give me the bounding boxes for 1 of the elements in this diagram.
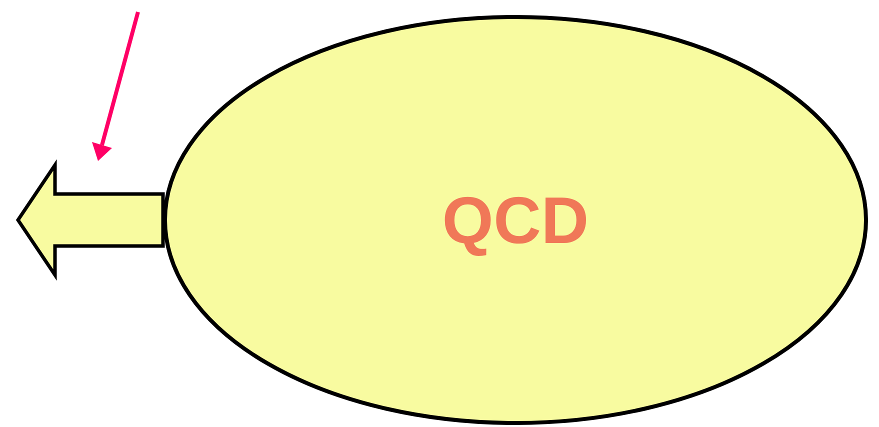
node-label: QCD <box>442 182 589 258</box>
